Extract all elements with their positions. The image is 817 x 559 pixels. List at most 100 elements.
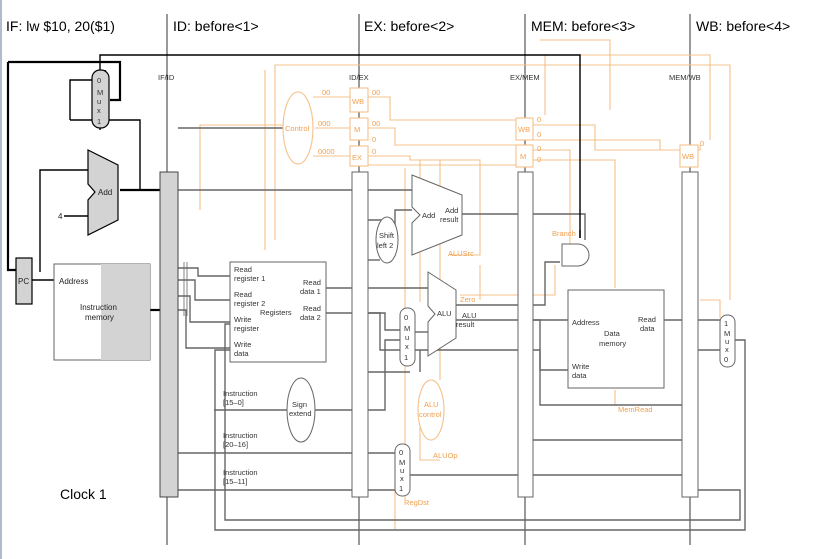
- svg-text:u: u: [405, 333, 409, 342]
- svg-text:data 1: data 1: [300, 287, 321, 296]
- stage-title-id: ID: before<1>: [173, 18, 259, 34]
- svg-text:M: M: [404, 324, 410, 333]
- svg-text:Read: Read: [303, 278, 321, 287]
- svg-text:memory: memory: [85, 313, 114, 322]
- svg-text:Registers: Registers: [260, 308, 292, 317]
- svg-text:0: 0: [97, 76, 101, 85]
- stage-title-wb: WB: before<4>: [696, 18, 790, 34]
- svg-text:x: x: [97, 106, 101, 115]
- svg-text:Zero: Zero: [460, 295, 475, 304]
- branch-adder: Add Add result: [411, 174, 463, 256]
- svg-text:register 2: register 2: [234, 299, 265, 308]
- pc-adder: Add: [87, 149, 119, 236]
- svg-text:0: 0: [537, 130, 541, 139]
- svg-text:M: M: [724, 329, 730, 338]
- svg-text:data: data: [572, 371, 587, 380]
- register-file: Read register 1 Read register 2 Write re…: [229, 261, 327, 363]
- mem-wb-control-field: WB: [679, 144, 699, 168]
- svg-text:Sign: Sign: [292, 400, 307, 409]
- mem-wb-label: MEM/WB: [669, 73, 701, 82]
- instr-imm-label-1: Instruction: [223, 389, 258, 398]
- svg-text:Shift: Shift: [379, 231, 395, 240]
- svg-text:Branch: Branch: [552, 229, 576, 238]
- clock-label: Clock 1: [60, 486, 107, 502]
- svg-text:register 1: register 1: [234, 274, 265, 283]
- if-id-field-ticks: [183, 262, 188, 316]
- stage-title-mem: MEM: before<3>: [531, 18, 635, 34]
- svg-text:0: 0: [372, 135, 376, 144]
- instr-rt-label-1: Instruction: [223, 431, 258, 440]
- svg-text:M: M: [354, 125, 360, 134]
- svg-text:Control: Control: [285, 124, 310, 133]
- svg-text:M: M: [520, 152, 526, 161]
- svg-text:u: u: [97, 97, 101, 106]
- svg-text:0: 0: [537, 155, 541, 164]
- svg-text:Write: Write: [572, 362, 589, 371]
- svg-text:x: x: [405, 342, 409, 351]
- svg-text:extend: extend: [289, 409, 312, 418]
- svg-text:0: 0: [724, 355, 728, 364]
- svg-text:register: register: [234, 324, 260, 333]
- svg-text:data 2: data 2: [300, 313, 321, 322]
- svg-text:Instruction: Instruction: [80, 303, 117, 312]
- memtoreg-mux[interactable]: 1 M u x 0: [719, 314, 736, 368]
- svg-text:EX: EX: [352, 153, 362, 162]
- instruction-memory: Address Instruction memory: [53, 263, 151, 361]
- alu: ALU ALU result Zero: [427, 271, 477, 357]
- sign-extend: Sign extend: [286, 377, 316, 443]
- constant-four: 4: [58, 212, 63, 221]
- pc-source-mux[interactable]: 0 M u x 1: [91, 69, 110, 129]
- svg-text:x: x: [725, 345, 729, 354]
- svg-text:00: 00: [372, 119, 380, 128]
- id-ex-register: [351, 171, 369, 498]
- svg-text:1: 1: [399, 484, 403, 493]
- svg-text:u: u: [725, 337, 729, 346]
- aluop-label: ALUOp: [433, 451, 458, 460]
- svg-text:Address: Address: [572, 318, 600, 327]
- alusrc-mux[interactable]: 0 M u x 1: [399, 307, 416, 367]
- ex-mem-register: [517, 171, 534, 498]
- svg-text:Add: Add: [422, 211, 435, 220]
- alu-control: ALU control: [417, 379, 445, 441]
- svg-text:WB: WB: [352, 97, 364, 106]
- pc-register: PC: [15, 257, 33, 305]
- svg-text:u: u: [400, 466, 404, 475]
- svg-text:1: 1: [724, 319, 728, 328]
- svg-text:1: 1: [97, 117, 101, 126]
- regdst-label: RegDst: [404, 498, 430, 507]
- svg-text:data: data: [234, 349, 249, 358]
- regdst-mux[interactable]: 0 M u x 1: [394, 443, 411, 497]
- mem-wb-register: [681, 171, 699, 498]
- ex-mem-control-fields: WB M: [515, 117, 534, 168]
- svg-text:ALU: ALU: [437, 309, 452, 318]
- svg-text:Data: Data: [604, 329, 621, 338]
- instr-rd-label-1: Instruction: [223, 468, 258, 477]
- svg-text:Write: Write: [234, 315, 251, 324]
- svg-text:0: 0: [404, 313, 408, 322]
- svg-text:0: 0: [372, 147, 376, 156]
- svg-text:M: M: [97, 88, 103, 97]
- svg-text:Add: Add: [445, 206, 458, 215]
- svg-text:0000: 0000: [318, 147, 335, 156]
- svg-text:Address: Address: [59, 277, 88, 286]
- ex-mem-label: EX/MEM: [510, 73, 540, 82]
- svg-text:WB: WB: [518, 125, 530, 134]
- svg-text:1: 1: [404, 353, 408, 362]
- shift-left-2: Shift left 2: [375, 216, 399, 264]
- svg-text:ALU: ALU: [462, 311, 477, 320]
- instr-imm-label-2: [15–0]: [223, 398, 244, 407]
- svg-text:000: 000: [318, 119, 331, 128]
- svg-text:Write: Write: [234, 340, 251, 349]
- svg-text:0: 0: [700, 139, 704, 148]
- svg-text:0: 0: [537, 115, 541, 124]
- svg-text:00: 00: [372, 88, 380, 97]
- svg-text:result: result: [456, 320, 475, 329]
- inactive-datapath-wiring: [178, 127, 746, 531]
- instr-rd-label-2: [15–11]: [223, 477, 247, 486]
- stage-title-ex: EX: before<2>: [364, 18, 454, 34]
- svg-text:M: M: [399, 458, 405, 467]
- svg-text:0: 0: [537, 144, 541, 153]
- svg-text:result: result: [440, 215, 459, 224]
- svg-text:memory: memory: [599, 339, 626, 348]
- instr-rt-label-2: [20–16]: [223, 440, 248, 449]
